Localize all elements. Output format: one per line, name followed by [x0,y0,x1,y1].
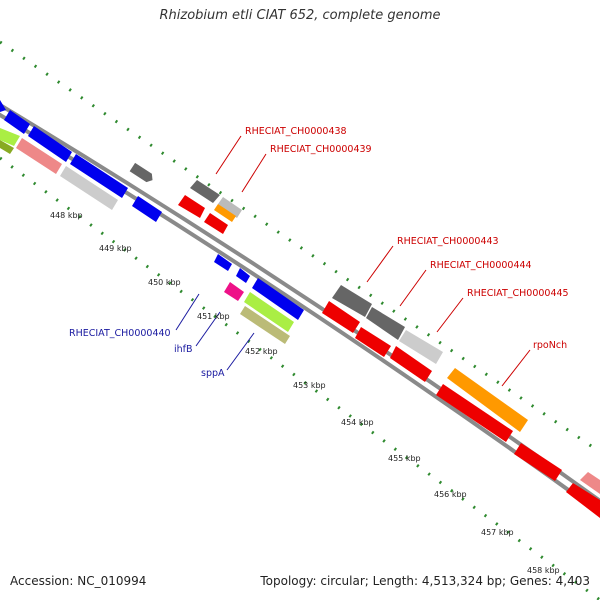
leader-rpoNch [501,349,531,387]
light-gray-gene-left [60,166,118,210]
blue-gene-small-1 [214,254,232,271]
outer-tick-line [0,40,600,454]
scale-label: 457 kbp [481,528,514,537]
leader-sppA [226,332,255,371]
forward-gene-labels: RHECIAT_CH0000438 RHECIAT_CH0000439 RHEC… [245,126,569,351]
red-gene-1 [178,195,205,218]
scale-label: 454 kbp [341,418,374,427]
accession-text: Accession: NC_010994 [10,574,147,588]
gene-rheciat-0444 [366,307,405,340]
leader-0445 [436,297,464,333]
leader-ihfB [195,311,221,347]
gene-rheciat-0439 [218,197,242,218]
label-rheciat-0438: RHECIAT_CH0000438 [245,126,347,137]
scale-labels: 448 kbp 449 kbp 450 kbp 451 kbp 452 kbp … [50,211,560,575]
label-leader-lines [175,135,531,387]
scale-label: 453 kbp [293,381,326,390]
scale-label: 456 kbp [434,490,467,499]
label-ihfB: ihfB [174,344,193,355]
lime-gene-sppA [244,292,294,332]
leader-0438 [215,135,242,175]
map-title: Rhizobium etli CIAT 652, complete genome [159,8,441,23]
gene-rheciat-0439-orange [214,204,236,222]
blue-gene-4 [70,154,128,198]
red-gene-7 [514,443,562,481]
scale-label: 455 kbp [388,454,421,463]
magenta-gene [224,282,244,301]
label-rheciat-0440: RHECIAT_CH0000440 [69,328,171,339]
scale-label: 450 kbp [148,278,181,287]
label-rheciat-0445: RHECIAT_CH0000445 [467,288,569,299]
forward-red-genes [178,195,600,518]
forward-genes [129,162,600,494]
blue-gene-3 [28,126,72,162]
leader-0440 [175,293,200,331]
leader-0444 [399,269,427,307]
blue-gene-1 [0,100,6,112]
scale-label: 451 kbp [197,312,230,321]
gene-rheciat-0445 [399,330,443,364]
lime-gene-left [0,128,20,146]
blue-gene-2 [4,110,30,134]
red-gene-5 [390,346,432,382]
khaki-gene-sppA [240,306,290,344]
reverse-gene-labels: RHECIAT_CH0000440 ihfB sppA [69,328,225,379]
genome-summary-text: Topology: circular; Length: 4,513,324 bp… [260,574,590,588]
gene-rheciat-0443 [332,285,372,317]
gene-pink-right [580,472,600,494]
olive-gene-left [0,140,14,154]
scale-label: 448 kbp [50,211,83,220]
label-sppA: sppA [201,368,225,379]
scale-label: 458 kbp [527,566,560,575]
scale-label: 449 kbp [99,244,132,253]
gene-rheciat-0438-arrow [190,180,220,203]
label-rheciat-0439: RHECIAT_CH0000439 [270,144,372,155]
red-gene-3 [322,301,360,333]
label-rpoNch: rpoNch [533,340,567,351]
leader-0443 [366,245,394,283]
blue-gene-5 [132,196,162,222]
blue-gene-small-2 [236,268,250,283]
label-rheciat-0444: RHECIAT_CH0000444 [430,260,532,271]
red-gene-6 [436,384,513,442]
red-gene-8 [566,483,600,518]
reverse-genes [0,100,304,344]
scale-label: 452 kbp [245,347,278,356]
red-gene-4 [355,327,391,357]
blue-gene-ihfB [252,278,304,320]
gene-rheciat-0438 [129,162,153,183]
leader-0439 [241,153,267,193]
pink-gene-left [16,138,62,174]
label-rheciat-0443: RHECIAT_CH0000443 [397,236,499,247]
red-gene-2 [204,213,228,234]
gene-rpoNch [447,368,528,432]
outer-tick-track [0,40,600,454]
